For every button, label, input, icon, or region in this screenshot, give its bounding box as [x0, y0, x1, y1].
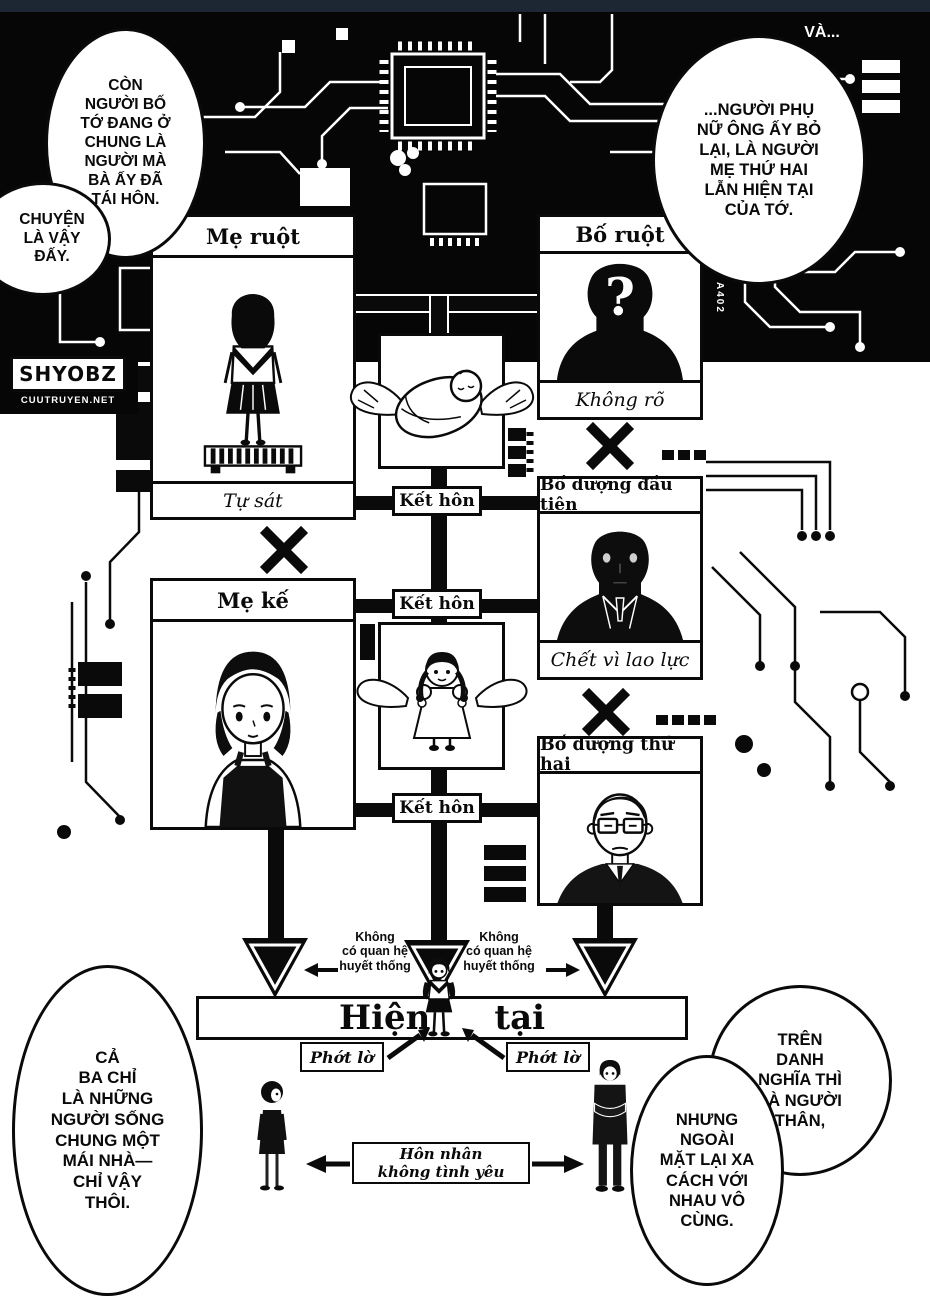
stepfather1-portrait [540, 514, 700, 640]
present-word-1: Hiện [338, 998, 431, 1038]
marriage-label-3: Kết hôn [392, 793, 482, 823]
birth-father-portrait: ? [540, 254, 700, 380]
stepfather2-standing-icon [592, 1060, 628, 1192]
unknown-father-silhouette-icon: ? [557, 263, 683, 380]
stepfather2-portrait [540, 774, 700, 903]
speech-bubble-left-small: CHUYỆN LÀ VẬY ĐẤY. [0, 182, 111, 296]
no-blood-left: Không có quan hệ huyết thống [339, 930, 411, 973]
box-birth-father-title: Bố ruột [540, 217, 700, 254]
stepmother-portrait [153, 622, 353, 827]
narration-va: VÀ... [804, 24, 840, 41]
margin-code: A402 [714, 282, 725, 314]
present-girl-icon [422, 958, 456, 1037]
birth-mother-figure-icon [203, 294, 303, 474]
present-word-2: tại [494, 998, 546, 1038]
speech-text: ...NGƯỜI PHỤ NỮ ÔNG ẤY BỎ LẠI, LÀ NGƯỜI … [696, 100, 822, 220]
box-stepfather1-status: Chết vì lao lực [540, 640, 700, 677]
watermark-name: SHYOBZ [19, 362, 117, 386]
box-stepfather1: Bố dượng đầu tiên Chết vì lao lực [537, 475, 703, 680]
loveless-marriage-arrows-icon [306, 1155, 584, 1173]
speech-bubble-bottom-left: CẢ BA CHỈ LÀ NHỮNG NGƯỜI SỐNG CHUNG MỘT … [12, 965, 203, 1296]
speech-bubble-bottom-right-lower: NHƯNG NGOÀI MẶT LẠI XA CÁCH VỚI NHAU VÔ … [630, 1055, 784, 1286]
box-birth-father: Bố ruột ? Không rõ [537, 214, 703, 420]
baby-angel-icon [349, 369, 535, 439]
loveless-marriage-label: Hôn nhân không tình yêu [352, 1142, 530, 1184]
stepfather1-silhouette-icon [557, 531, 683, 640]
watermark-site: CUUTRUYEN.NET [20, 395, 116, 406]
ignore-arrows-icon [386, 1028, 506, 1061]
divorce-x-father [585, 421, 635, 471]
no-blood-right-arrow-icon [546, 963, 580, 977]
box-stepfather1-title: Bố dượng đầu tiên [540, 475, 700, 515]
stepfather2-figure-icon [557, 793, 683, 903]
speech-text: CÒN NGƯỜI BỐ TỚ ĐANG Ở CHUNG LÀ NGƯỜI MÀ… [80, 77, 171, 208]
box-birth-mother-title: Mẹ ruột [153, 217, 353, 258]
box-stepfather2: Bố dượng thứ hai [537, 735, 703, 906]
speech-bubble-top-right: ...NGƯỜI PHỤ NỮ ÔNG ẤY BỎ LẠI, LÀ NGƯỜI … [652, 35, 866, 285]
speech-text: CHUYỆN LÀ VẬY ĐẤY. [19, 210, 85, 266]
no-blood-left-arrow-icon [304, 963, 338, 977]
speech-text: NHƯNG NGOÀI MẶT LẠI XA CÁCH VỚI NHAU VÔ … [659, 1111, 755, 1230]
descent-shaft-left [268, 826, 284, 940]
box-stepmother: Mẹ kế [150, 578, 356, 830]
stepmother-figure-icon [204, 651, 302, 827]
ignore-label-left: Phớt lờ [300, 1042, 384, 1072]
watermark-logo-box: SHYOBZ [10, 356, 126, 392]
marriage-label-2: Kết hôn [392, 589, 482, 619]
down-arrow-right [572, 938, 638, 998]
box-stepfather2-title: Bố dượng thứ hai [540, 735, 700, 775]
stepmother-standing-icon [257, 1081, 287, 1191]
marriage-label-1: Kết hôn [392, 486, 482, 516]
ignore-label-right: Phớt lờ [506, 1042, 590, 1072]
no-blood-right: Không có quan hệ huyết thống [463, 930, 535, 973]
box-birth-mother-status: Tự sát [153, 481, 353, 517]
birth-mother-portrait [153, 258, 353, 481]
down-arrow-left [242, 938, 308, 998]
divorce-x-stepfather1 [581, 687, 631, 737]
speech-text: CẢ BA CHỈ LÀ NHỮNG NGƯỜI SỐNG CHUNG MỘT … [50, 1047, 165, 1212]
girl-angel-icon [356, 652, 528, 751]
box-birth-mother: Mẹ ruột Tự sát [150, 214, 356, 520]
svg-text:?: ? [605, 268, 635, 328]
divorce-x-mother [259, 525, 309, 575]
top-strip [0, 0, 930, 12]
descent-shaft-right [597, 900, 613, 942]
box-stepmother-title: Mẹ kế [153, 581, 353, 622]
box-birth-father-status: Không rõ [540, 380, 700, 417]
